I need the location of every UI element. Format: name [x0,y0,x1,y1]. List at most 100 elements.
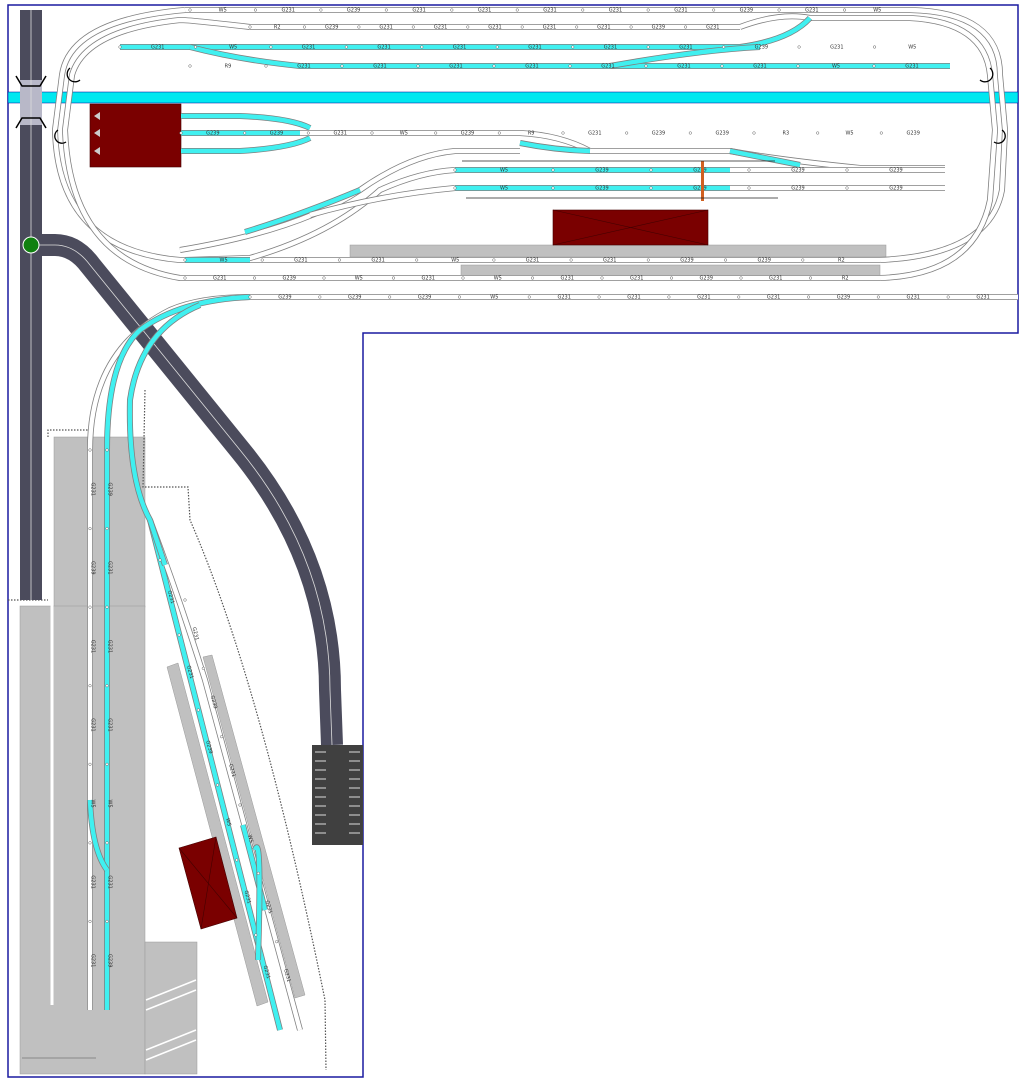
track-piece-label: G231 [190,627,199,642]
track-piece-label: G231 [107,561,113,574]
track-joint [235,858,239,862]
track-joint [737,295,741,299]
track-joint [201,666,205,670]
track-joint [581,8,585,12]
track-joint [248,295,252,299]
track-joint [644,64,648,68]
track-joint [571,45,575,49]
track-joint [183,258,187,262]
track-joint [193,45,198,49]
track-joint [520,25,524,29]
track-piece-label: R9 [225,64,232,70]
track-joint [248,25,252,29]
track-piece-label: G239 [755,45,768,51]
track-piece-label: W5 [451,258,459,264]
track-joint [461,276,465,280]
track-joint [646,45,650,49]
track-piece-label: G231 [282,968,291,983]
track-piece-label: G239 [270,131,283,137]
track-piece-label: G231 [151,45,164,51]
track-joint [688,131,692,135]
river [7,91,1019,104]
track-joint [515,8,519,12]
track-joint [842,8,847,12]
track-joint [492,258,496,262]
track-joint [253,8,258,12]
track-joint [457,295,462,299]
track-piece-label: G239 [204,740,213,755]
track-joint [801,258,805,262]
road [15,10,343,746]
track-piece-label: W5 [845,131,853,137]
track-joint [575,25,579,29]
track-piece-label: G239 [652,25,665,31]
buffer-stop-icons [94,112,100,155]
track-joint [179,131,183,135]
track-joint [416,64,420,68]
track-piece-label: G231 [422,276,435,282]
track-piece-label: G239 [652,131,665,137]
track-joint [318,295,322,299]
track-joint [370,131,374,135]
track-joint [649,168,653,172]
track-piece-label: G231 [557,295,570,301]
track-piece-label: G231 [243,890,252,905]
track-joint [453,186,457,190]
track-piece-label: G231 [753,64,766,70]
track-joint [238,803,242,807]
track-piece-label: G231 [805,8,818,14]
track-piece-label: G239 [325,25,338,31]
track-yard-2 [104,294,251,1010]
track-inner-loop [738,13,999,281]
track-piece-label: G231 [302,45,315,51]
track-joint [322,276,326,280]
track-goods-siding-2 [252,844,263,961]
track-piece-label: G231 [379,25,392,31]
track-piece-label: W5 [107,800,113,808]
track-joint [302,25,306,29]
track-piece-label: G231 [627,295,640,301]
track-joint [220,735,224,739]
track-piece-label: G239 [889,186,902,192]
track-joint [434,131,438,135]
track-joint [806,295,811,299]
track-diag-3 [309,185,456,218]
track-piece-label: R2 [274,25,281,31]
track-joint [269,45,273,49]
track-joint [275,940,279,944]
track-piece-label: G231 [107,875,113,888]
track-piece-label: G231 [907,295,920,301]
track-piece-label: G231 [905,64,918,70]
track-piece-label: G231 [769,276,782,282]
track-joint [388,295,392,299]
track-piece-label: G231 [90,718,96,731]
ground-areas [19,244,887,1075]
track-joint [264,64,268,68]
track-piece-label: G231 [630,276,643,282]
track-piece-label: G231 [412,8,425,14]
signal-green-icon [22,236,40,254]
track-piece-label: G239 [283,276,296,282]
track-joint [243,131,247,135]
buildings [89,103,709,930]
track-piece-label: G231 [107,640,113,653]
track-joint [88,527,92,531]
tracks [51,7,1018,1031]
track-joint [551,168,555,172]
track-piece-label: R3 [783,131,790,137]
track-joint [420,45,424,49]
track-piece-label: G239 [347,8,360,14]
track-joint [384,8,388,12]
track-outer-loop [185,7,1009,263]
track-piece-label: G231 [677,64,690,70]
track-piece-label: G231 [528,45,541,51]
track-piece-label: G231 [597,25,610,31]
track-piece-label: G239 [90,561,96,574]
track-joint [337,258,341,262]
track-joint [551,186,555,190]
track-fiddle-crossover [609,44,761,69]
turn-arrow-icons [54,67,1006,144]
track-joint [669,276,674,280]
track-piece-label: W5 [355,276,363,282]
loading-dock [144,941,198,1075]
